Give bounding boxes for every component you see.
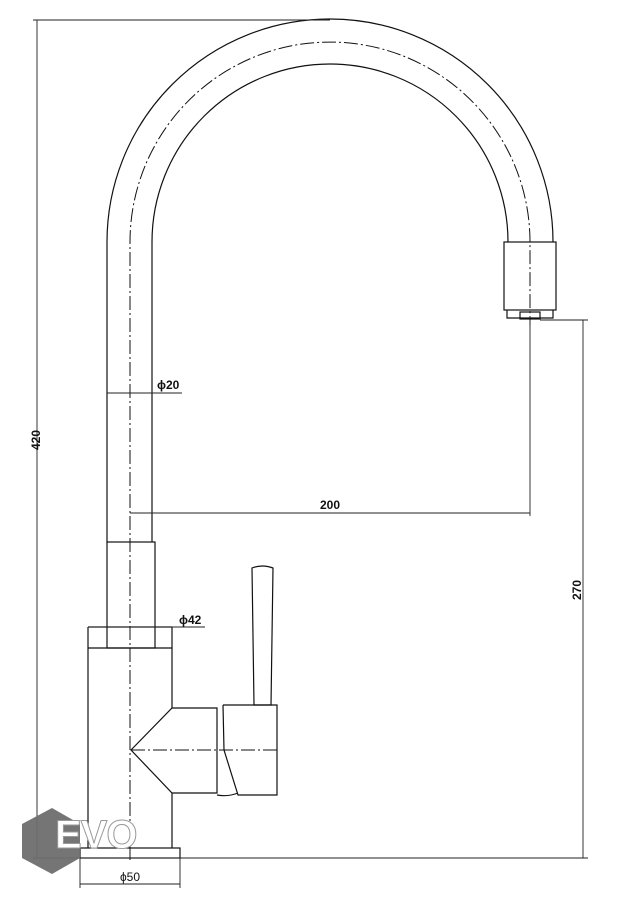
evo-logo: EVO	[22, 808, 138, 874]
faucet-body	[79, 541, 218, 859]
spout-height-label: 270	[570, 580, 584, 600]
spout	[106, 18, 554, 860]
spout-reach-label: 200	[320, 498, 340, 512]
total-height-label: 420	[29, 430, 43, 450]
dimension-pipe-diameter: ϕ20	[107, 378, 182, 394]
logo-text: EVO	[55, 813, 136, 857]
dimension-base-diameter: ϕ50	[79, 858, 181, 888]
base-diameter-label: ϕ50	[120, 870, 140, 884]
pipe-diameter-label: ϕ20	[157, 378, 180, 392]
handle	[131, 565, 278, 797]
body-diameter-label: ϕ42	[179, 613, 202, 627]
dimension-spout-reach: 200	[130, 320, 531, 516]
aerator	[503, 241, 557, 320]
dimension-body-diameter: ϕ42	[88, 613, 205, 628]
dimension-spout-height: 270	[540, 319, 588, 858]
dimension-total-height: 420	[29, 19, 588, 859]
